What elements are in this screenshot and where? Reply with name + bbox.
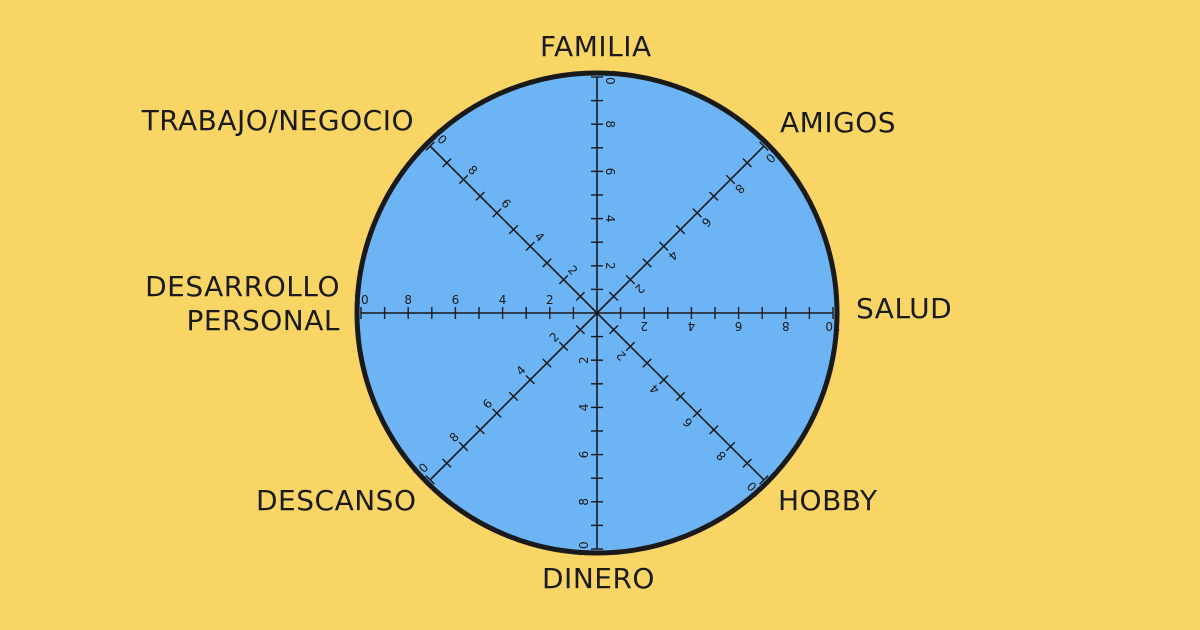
tick-hobby-5 [675, 391, 686, 402]
tick-amigos-2 [625, 274, 636, 285]
tick-amigos-1 [608, 291, 619, 302]
label-familia: FAMILIA [540, 30, 652, 63]
label-desarrollo-personal: DESARROLLO PERSONAL [145, 270, 340, 337]
tick-hobby-2 [625, 341, 636, 352]
tick-label-familia-2: 2 [603, 262, 617, 270]
label-desarrollo-line2: PERSONAL [186, 303, 340, 337]
tick-trabajo-3 [542, 258, 552, 268]
tick-descanso-5 [508, 391, 519, 402]
tick-hobby-8 [725, 441, 736, 452]
tick-hobby-4 [659, 375, 669, 385]
tick-descanso-4 [525, 375, 535, 385]
tick-amigos-4 [659, 241, 669, 251]
tick-label-familia-6: 6 [603, 168, 617, 176]
label-dinero: DINERO [542, 562, 655, 595]
tick-trabajo-1 [575, 291, 586, 302]
tick-descanso-1 [575, 324, 586, 335]
tick-label-familia-4: 4 [603, 215, 617, 223]
tick-hobby-3 [642, 358, 652, 368]
tick-trabajo-4 [525, 241, 535, 251]
tick-hobby-10 [759, 475, 769, 485]
tick-amigos-9 [742, 158, 752, 168]
tick-amigos-5 [675, 224, 686, 235]
tick-label-dinero-8: 8 [577, 498, 591, 506]
tick-label-dinero-10: 10 [577, 541, 591, 556]
tick-hobby-7 [709, 425, 719, 435]
tick-label-salud-4: 4 [688, 319, 696, 333]
tick-label-dinero-2: 2 [577, 356, 591, 364]
tick-label-familia-10: 10 [603, 69, 617, 84]
tick-trabajo-8 [458, 174, 469, 185]
tick-trabajo-2 [558, 274, 569, 285]
tick-label-desarrollo-6: 6 [452, 293, 460, 307]
tick-descanso-9 [442, 458, 452, 468]
label-descanso: DESCANSO [256, 484, 417, 517]
tick-label-salud-8: 8 [782, 319, 790, 333]
tick-label-dinero-4: 4 [577, 404, 591, 412]
tick-descanso-10 [425, 475, 435, 485]
label-trabajo-negocio: TRABAJO/NEGOCIO [141, 104, 414, 137]
tick-amigos-10 [759, 141, 769, 151]
tick-descanso-6 [492, 408, 502, 418]
tick-trabajo-5 [508, 224, 519, 235]
tick-descanso-8 [458, 441, 469, 452]
label-hobby: HOBBY [778, 484, 878, 517]
tick-label-desarrollo-4: 4 [499, 293, 507, 307]
tick-trabajo-9 [442, 158, 452, 168]
tick-label-familia-8: 8 [603, 120, 617, 128]
tick-hobby-6 [692, 408, 702, 418]
tick-label-salud-10: 10 [825, 319, 840, 333]
tick-label-desarrollo-8: 8 [404, 293, 412, 307]
tick-descanso-3 [542, 358, 552, 368]
label-salud: SALUD [856, 292, 953, 325]
tick-label-dinero-6: 6 [577, 451, 591, 459]
tick-amigos-3 [642, 258, 652, 268]
tick-hobby-9 [742, 458, 752, 468]
tick-label-desarrollo-2: 2 [546, 293, 554, 307]
tick-amigos-7 [709, 191, 719, 201]
tick-label-desarrollo-10: 10 [353, 293, 368, 307]
tick-amigos-8 [725, 174, 736, 185]
label-amigos: AMIGOS [780, 106, 897, 139]
tick-label-salud-2: 2 [640, 319, 648, 333]
tick-hobby-1 [608, 324, 619, 335]
tick-label-salud-6: 6 [735, 319, 743, 333]
tick-descanso-2 [558, 341, 569, 352]
tick-amigos-6 [692, 208, 702, 218]
tick-trabajo-6 [492, 208, 502, 218]
tick-trabajo-10 [425, 141, 435, 151]
tick-trabajo-7 [475, 191, 485, 201]
tick-descanso-7 [475, 425, 485, 435]
label-desarrollo-line1: DESARROLLO [145, 270, 340, 303]
